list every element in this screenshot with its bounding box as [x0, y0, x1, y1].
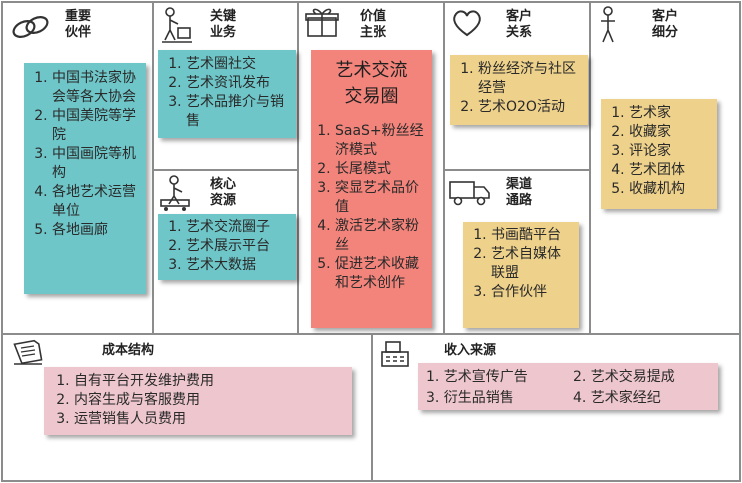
- key-activities-note: 艺术圈社交 艺术资讯发布 艺术品推介与销售: [158, 50, 296, 138]
- person-icon: [601, 6, 615, 43]
- list-item: 评论家: [629, 142, 711, 161]
- customer-segments-list: 艺术家 收藏家 评论家 艺术团体 收藏机构: [607, 104, 711, 199]
- list-item: 艺术自媒体联盟: [491, 245, 573, 283]
- list-item: 艺术大数据: [186, 256, 290, 275]
- key-partners-list: 中国书法家协会等各大协会 中国美院等学院 中国画院等机构 各地艺术运营单位 各地…: [30, 69, 140, 240]
- list-item: SaaS+粉丝经济模式: [335, 122, 428, 160]
- list-item: 各地艺术运营单位: [52, 183, 140, 221]
- list-item: 中国书法家协会等各大协会: [52, 69, 140, 107]
- chain-link-icon: [12, 16, 49, 38]
- key-resources-title: 核心 资源: [209, 177, 236, 208]
- list-item: 突显艺术品价值: [335, 179, 428, 217]
- channels-note: 书画酷平台 艺术自媒体联盟 合作伙伴: [463, 222, 579, 328]
- receipt-icon: [13, 339, 43, 365]
- key-resources-note: 艺术交流圈子 艺术展示平台 艺术大数据: [158, 214, 296, 280]
- list-item: 自有平台开发维护费用: [74, 372, 344, 391]
- delivery-truck-icon: [449, 181, 490, 206]
- revenue-streams-title: 收入来源: [444, 343, 497, 358]
- list-item: 收藏家: [629, 123, 711, 142]
- revenue-streams-note: 1. 艺术宣传广告 2. 艺术交易提成 3. 衍生品销售 4. 艺术家经纪: [418, 363, 718, 410]
- list-item: 运营销售人员费用: [74, 410, 344, 429]
- list-item: 中国画院等机构: [52, 145, 140, 183]
- customer-relationships-title: 客户 关系: [505, 9, 532, 40]
- cost-structure-note: 自有平台开发维护费用 内容生成与客服费用 运营销售人员费用: [44, 367, 352, 435]
- key-partners-title: 重要 伙伴: [64, 9, 91, 40]
- list-item: 合作伙伴: [491, 283, 573, 302]
- value-proposition-title: 价值 主张: [359, 9, 386, 40]
- list-item: 1. 艺术宣传广告: [426, 369, 528, 385]
- list-item: 书画酷平台: [491, 226, 573, 245]
- gift-icon: [305, 8, 339, 37]
- list-item: 收藏机构: [629, 180, 711, 199]
- revenue-streams-list: 1. 艺术宣传广告 2. 艺术交易提成 3. 衍生品销售 4. 艺术家经纪: [426, 368, 710, 408]
- value-proposition-note: 艺术交流 交易圈 SaaS+粉丝经济模式 长尾模式 突显艺术品价值 激活艺术家粉…: [311, 50, 432, 328]
- key-partners-note: 中国书法家协会等各大协会 中国美院等学院 中国画院等机构 各地艺术运营单位 各地…: [24, 63, 146, 294]
- cost-structure-list: 自有平台开发维护费用 内容生成与客服费用 运营销售人员费用: [52, 372, 344, 429]
- key-activities-title: 关键 业务: [209, 9, 236, 40]
- customer-relationships-note: 粉丝经济与社区经营 艺术O2O活动: [450, 55, 588, 125]
- customer-segments-note: 艺术家 收藏家 评论家 艺术团体 收藏机构: [601, 99, 717, 209]
- heart-icon: [453, 10, 481, 37]
- cash-register-icon: [381, 341, 409, 367]
- list-item: 艺术交流圈子: [186, 218, 290, 237]
- list-item: 艺术展示平台: [186, 237, 290, 256]
- list-item: 4. 艺术家经纪: [573, 390, 661, 406]
- list-item: 艺术资讯发布: [186, 74, 290, 93]
- list-item: 激活艺术家粉丝: [335, 217, 428, 255]
- list-item: 中国美院等学院: [52, 107, 140, 145]
- list-item: 艺术团体: [629, 161, 711, 180]
- worker-cart-icon: [160, 175, 190, 211]
- list-item: 3. 衍生品销售: [426, 390, 514, 406]
- list-item: 艺术O2O活动: [478, 98, 582, 117]
- value-proposition-list: SaaS+粉丝经济模式 长尾模式 突显艺术品价值 激活艺术家粉丝 促进艺术收藏和…: [315, 122, 428, 293]
- worker-icon: [162, 7, 192, 43]
- list-item: 艺术品推介与销售: [186, 93, 290, 131]
- list-item: 各地画廊: [52, 221, 140, 240]
- customer-relationships-list: 粉丝经济与社区经营 艺术O2O活动: [456, 60, 582, 117]
- list-item: 艺术家: [629, 104, 711, 123]
- cost-structure-title: 成本结构: [102, 343, 155, 358]
- list-item: 2. 艺术交易提成: [573, 369, 675, 385]
- list-item: 艺术圈社交: [186, 55, 290, 74]
- list-item: 促进艺术收藏和艺术创作: [335, 255, 428, 293]
- list-item: 内容生成与客服费用: [74, 391, 344, 410]
- list-item: 粉丝经济与社区经营: [478, 60, 582, 98]
- value-proposition-heading: 艺术交流 交易圈: [335, 60, 408, 107]
- channels-list: 书画酷平台 艺术自媒体联盟 合作伙伴: [469, 226, 573, 302]
- customer-segments-title: 客户 细分: [651, 9, 678, 40]
- key-resources-list: 艺术交流圈子 艺术展示平台 艺术大数据: [164, 218, 290, 275]
- key-activities-list: 艺术圈社交 艺术资讯发布 艺术品推介与销售: [164, 55, 290, 131]
- list-item: 长尾模式: [335, 160, 428, 179]
- channels-title: 渠道 通路: [505, 177, 532, 208]
